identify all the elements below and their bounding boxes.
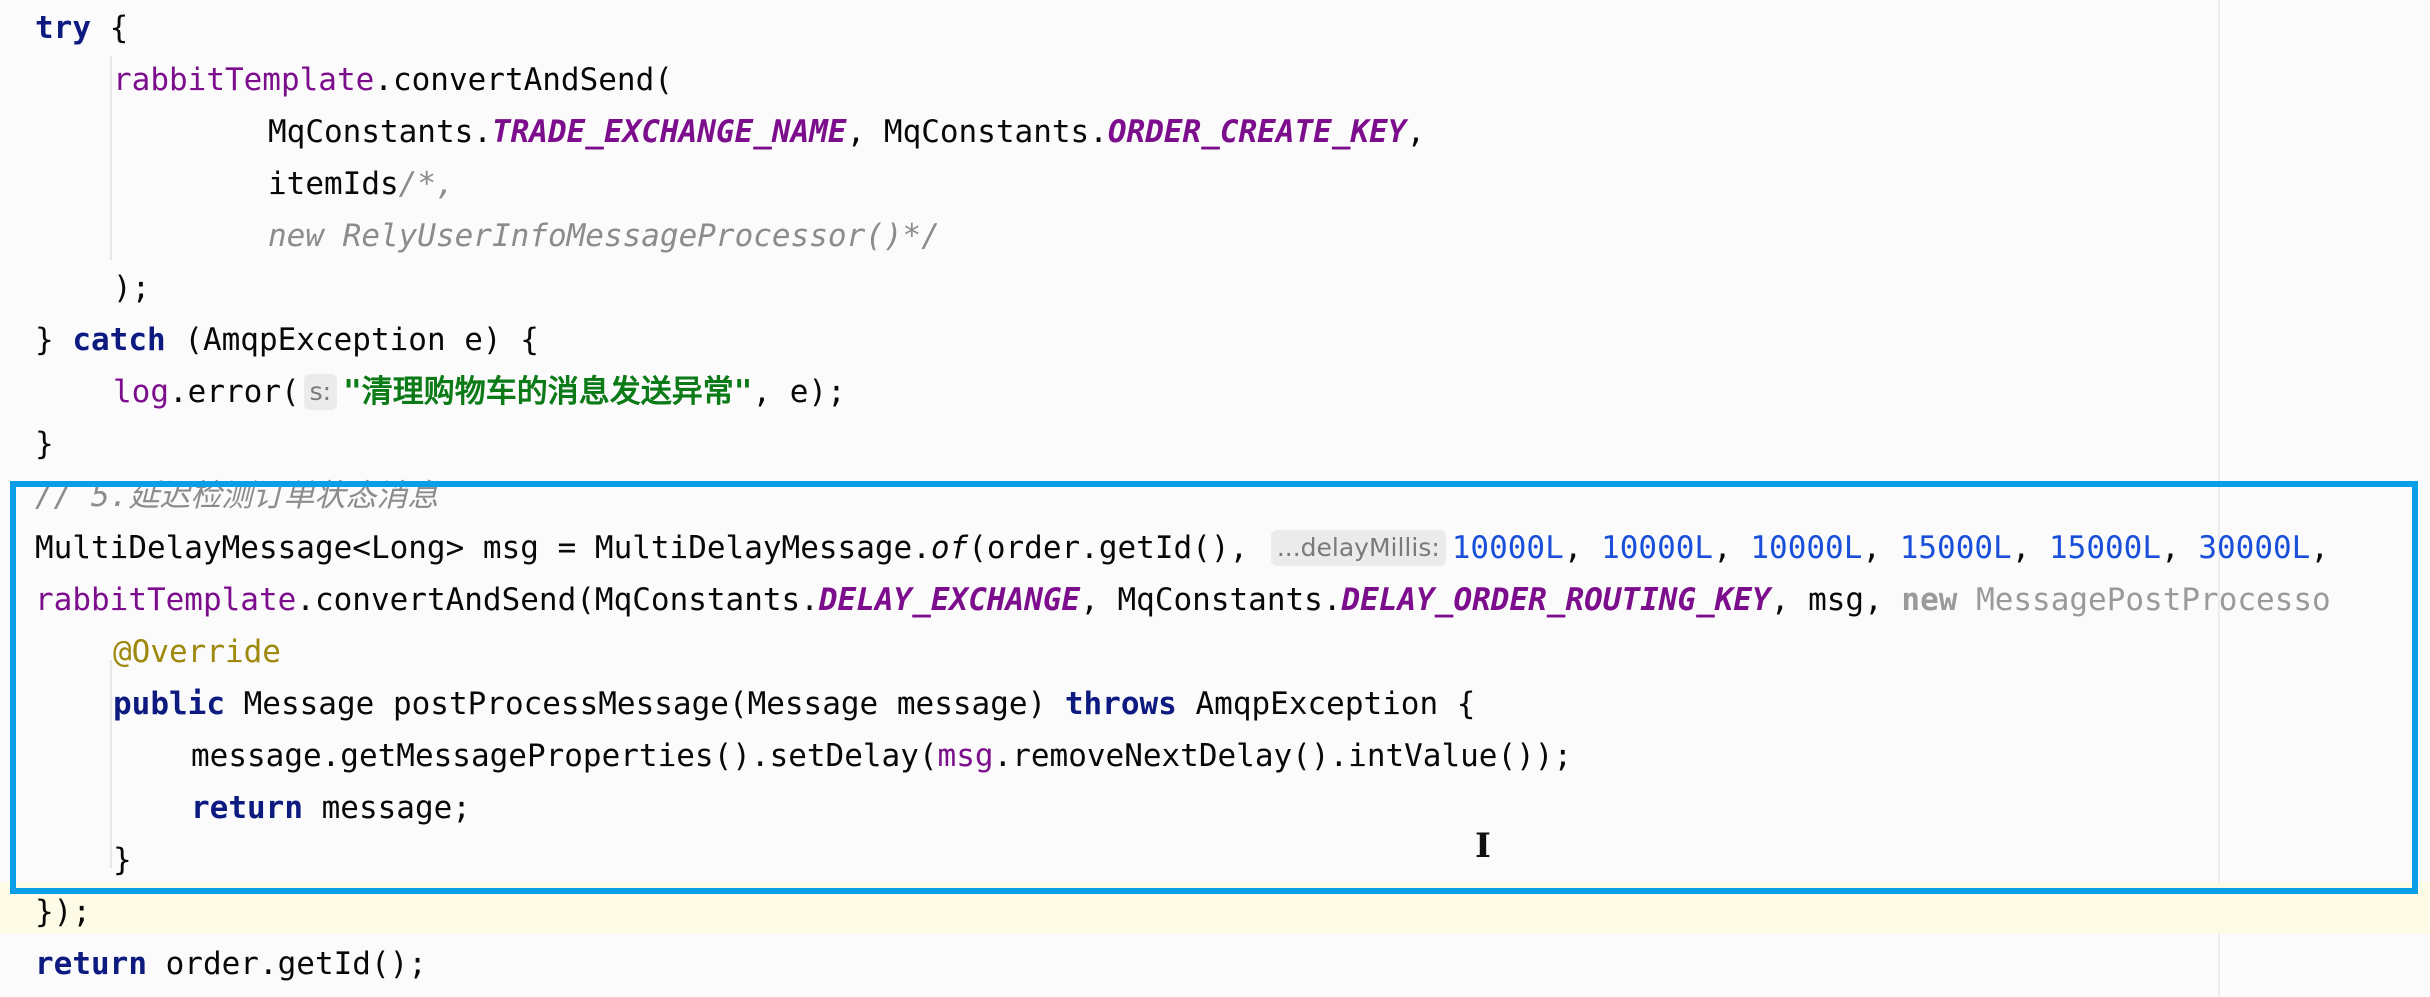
- code-line-17: }: [113, 842, 132, 878]
- parameter-hint: s:: [303, 374, 338, 410]
- code-line-7: } catch (AmqpException e) {: [35, 322, 539, 358]
- code-line-1: try {: [35, 10, 129, 46]
- keyword-try: try: [35, 10, 91, 46]
- code-line-4: itemIds/*,: [268, 166, 455, 202]
- field-rabbit-template: rabbitTemplate: [35, 582, 297, 618]
- indent-guide: [110, 660, 112, 868]
- constant-order-create-key: ORDER_CREATE_KEY: [1107, 114, 1407, 150]
- constant-trade-exchange-name: TRADE_EXCHANGE_NAME: [491, 114, 847, 150]
- keyword-return: return: [35, 946, 147, 982]
- code-line-8: log.error(s:"清理购物车的消息发送异常", e);: [113, 374, 846, 410]
- number-literal: 10000L: [1451, 530, 1564, 566]
- number-literal: 10000L: [1750, 530, 1863, 566]
- string-literal: "清理购物车的消息发送异常": [343, 374, 753, 410]
- keyword-catch: catch: [72, 322, 166, 358]
- code-line-14: public Message postProcessMessage(Messag…: [113, 686, 1476, 722]
- right-margin-guide: [2218, 0, 2220, 997]
- constant-delay-order-routing-key: DELAY_ORDER_ROUTING_KEY: [1341, 582, 1771, 618]
- number-literal: 30000L: [2198, 530, 2311, 566]
- code-line-18: });: [35, 894, 91, 930]
- commented-code: new RelyUserInfoMessageProcessor()*/: [268, 218, 940, 254]
- annotation-override: @Override: [113, 634, 281, 670]
- code-line-5: new RelyUserInfoMessageProcessor()*/: [268, 210, 940, 262]
- code-line-2: rabbitTemplate.convertAndSend(: [113, 62, 673, 98]
- parameter-hint-delay-millis: ...delayMillis:: [1270, 530, 1446, 566]
- number-literal: 15000L: [2049, 530, 2161, 566]
- code-line-19: return order.getId();: [35, 946, 427, 982]
- code-line-6: );: [113, 270, 151, 306]
- highlight-box: [10, 481, 2418, 894]
- field-rabbit-template: rabbitTemplate: [113, 62, 375, 98]
- code-line-16: return message;: [191, 790, 471, 826]
- text-cursor-icon: I: [1475, 826, 1491, 866]
- keyword-throws: throws: [1064, 686, 1177, 722]
- code-line-13: @Override: [113, 626, 281, 678]
- code-line-9: }: [35, 426, 54, 462]
- indent-guide: [110, 56, 112, 260]
- code-line-11: MultiDelayMessage<Long> msg = MultiDelay…: [35, 530, 2329, 566]
- code-line-12: rabbitTemplate.convertAndSend(MqConstant…: [35, 582, 2331, 618]
- constant-delay-exchange: DELAY_EXCHANGE: [818, 582, 1081, 618]
- field-log: log: [113, 374, 169, 410]
- keyword-return: return: [191, 790, 303, 826]
- keyword-public: public: [113, 686, 225, 722]
- number-literal: 10000L: [1601, 530, 1714, 566]
- number-literal: 15000L: [1899, 530, 2012, 566]
- code-line-3: MqConstants.TRADE_EXCHANGE_NAME, MqConst…: [268, 114, 1426, 150]
- code-line-15: message.getMessageProperties().setDelay(…: [191, 738, 1573, 774]
